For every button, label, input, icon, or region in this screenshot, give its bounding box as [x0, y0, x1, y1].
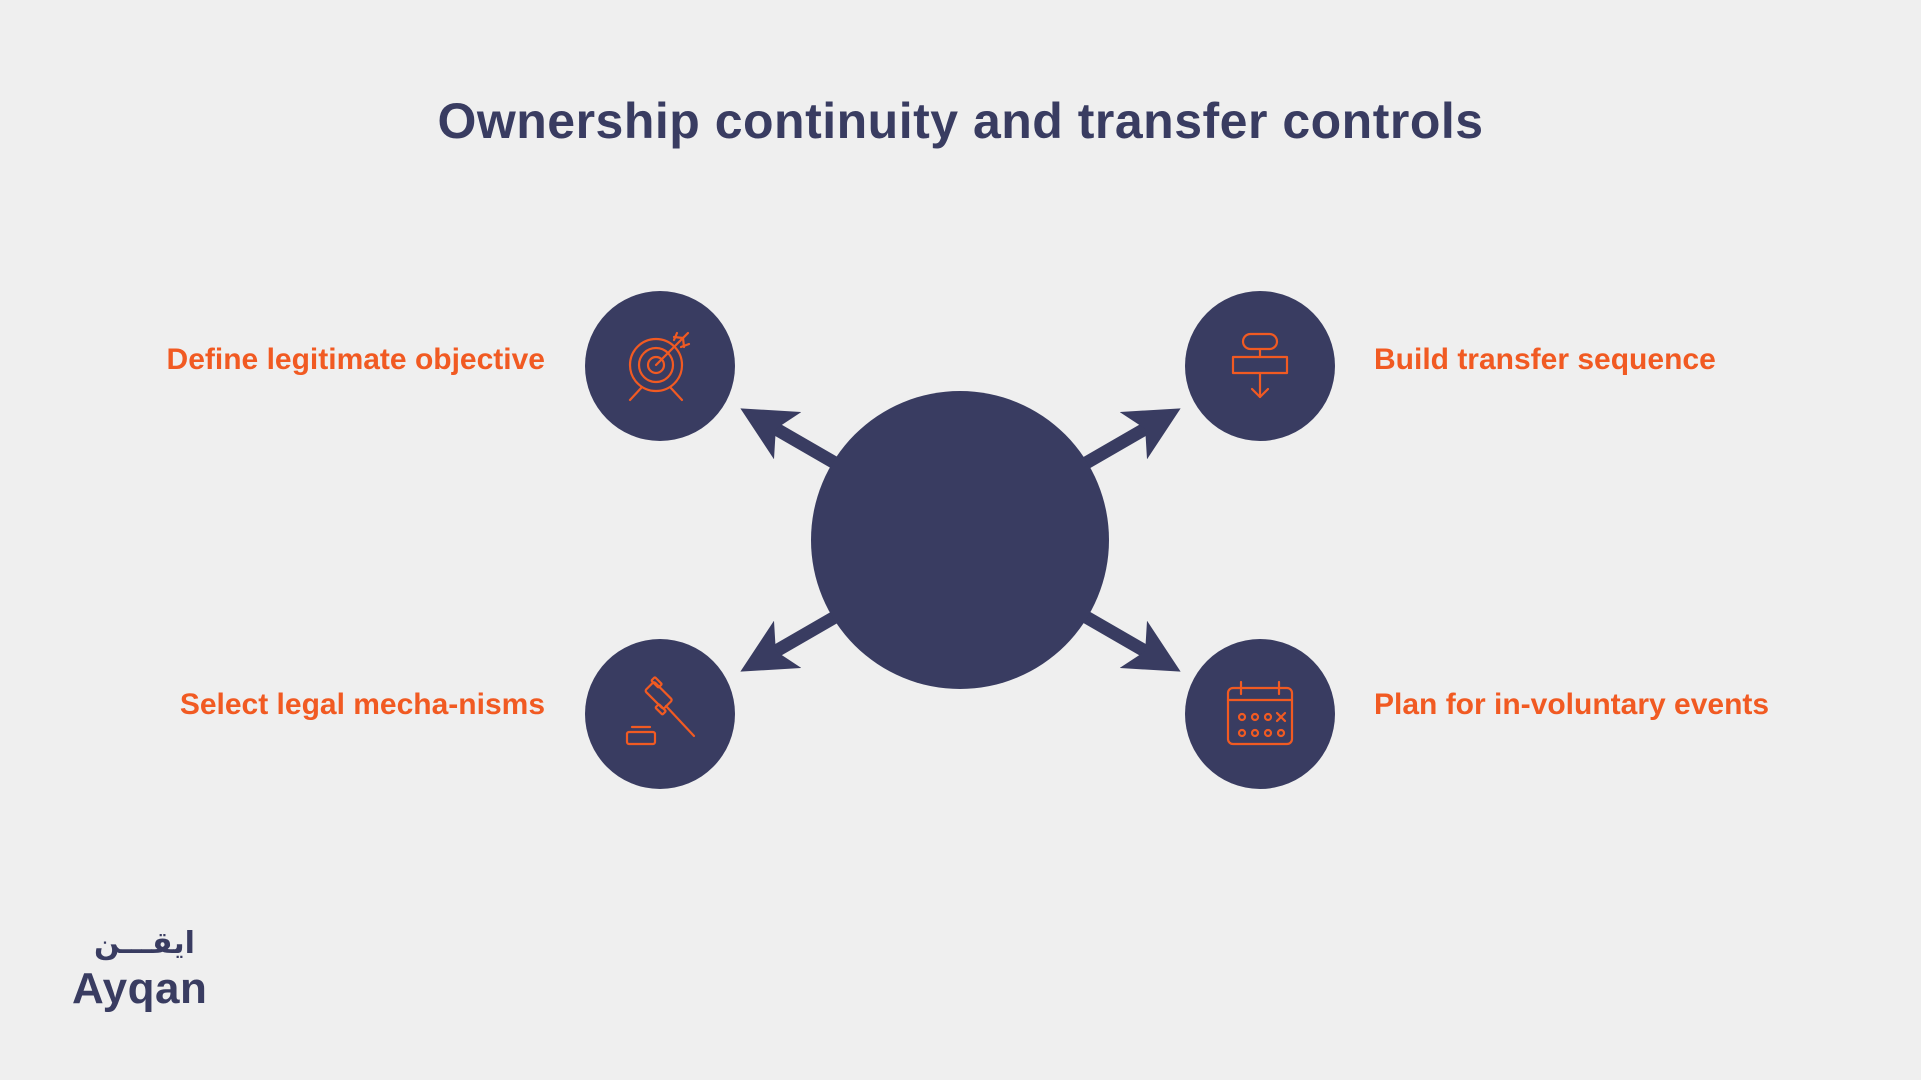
flowchart-icon — [1231, 332, 1289, 399]
central-hub — [811, 391, 1109, 689]
circle-top-right — [1185, 291, 1335, 441]
label-define-legitimate-objective: Define legitimate objective — [166, 343, 545, 376]
logo-arabic-text: ايقـــن — [94, 926, 195, 961]
ayqan-logo: ايقـــن Ayqan — [72, 924, 222, 1014]
circle-top-left — [585, 291, 735, 441]
arrow-top-right — [1082, 408, 1181, 469]
logo-latin-text: Ayqan — [72, 964, 208, 1013]
gavel-icon — [625, 676, 696, 746]
page-title: Ownership continuity and transfer contro… — [437, 93, 1484, 149]
label-build-transfer-sequence: Build transfer sequence — [1374, 343, 1716, 376]
arrow-top-left — [740, 408, 839, 469]
calendar-icon — [1226, 680, 1294, 746]
circle-bottom-left — [585, 639, 735, 789]
label-select-legal-mechanisms: Select legal mecha-nisms — [179, 688, 545, 721]
target-icon — [628, 331, 691, 402]
arrow-bottom-right — [1082, 611, 1181, 672]
label-plan-for-involuntary-events: Plan for in-voluntary events — [1374, 688, 1770, 721]
circle-bottom-right — [1185, 639, 1335, 789]
arrow-bottom-left — [740, 611, 839, 672]
